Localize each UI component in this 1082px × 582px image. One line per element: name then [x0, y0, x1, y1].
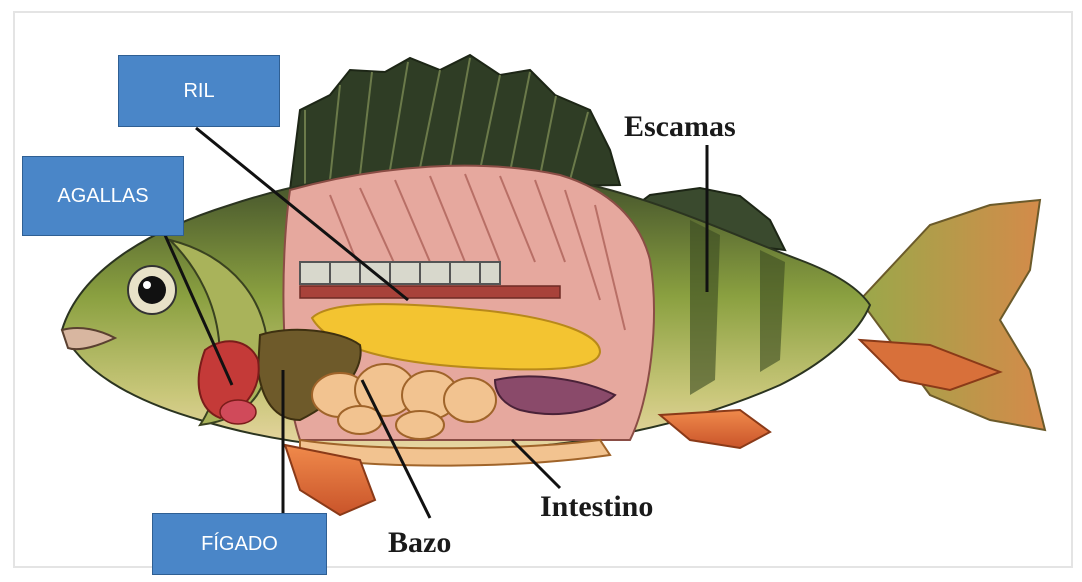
- heart: [220, 400, 256, 424]
- agallas-label: AGALLAS: [57, 185, 148, 208]
- bazo-label: Bazo: [388, 528, 451, 558]
- escamas-label: Escamas: [624, 112, 736, 142]
- fish-pupil: [138, 276, 166, 304]
- intestino-label: Intestino: [540, 492, 653, 522]
- fish-eye-highlight: [143, 281, 151, 289]
- figado-label-box: FÍGADO: [152, 513, 327, 575]
- agallas-label-box: AGALLAS: [22, 156, 184, 236]
- ril-label: RIL: [183, 80, 214, 103]
- kidney: [300, 286, 560, 298]
- figado-label: FÍGADO: [201, 533, 278, 556]
- vertebral-column: [300, 262, 500, 284]
- ril-label-box: RIL: [118, 55, 280, 127]
